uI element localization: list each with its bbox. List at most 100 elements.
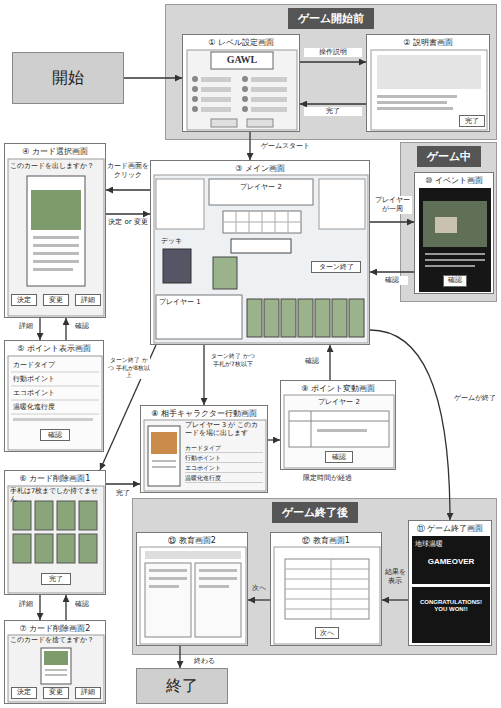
screen-art-shape [79, 534, 97, 563]
screen-art-shape [13, 418, 93, 421]
band-fills [133, 5, 497, 655]
screen-art-shape [242, 106, 248, 112]
screen-art-shape [192, 86, 198, 92]
screen-art-shape [11, 372, 99, 373]
screen-title: ⑨ ポイント変動画面 [281, 383, 395, 394]
screen-art-shape [377, 101, 447, 104]
edge-label: カード画面をクリック [107, 162, 149, 180]
screen-art-shape [223, 211, 301, 233]
screen-art-shape [57, 501, 75, 530]
band-fill [401, 143, 497, 302]
screen-art-shape [140, 547, 246, 644]
screen-art-shape [35, 534, 53, 563]
level-screen-art [183, 35, 301, 133]
screen-art-shape [319, 179, 365, 229]
screen-title: ⑫ 教育画面1 [271, 535, 381, 546]
edge-label: 完了 [304, 107, 362, 116]
button-label: 次へ [315, 627, 339, 639]
screen-text: CONGRATULATIONS! YOU WON!! [413, 599, 489, 613]
screen-art-shape [274, 547, 380, 644]
edge-label: 確認 [70, 600, 94, 609]
screen-art-shape [298, 299, 313, 337]
screen-art-shape [35, 501, 53, 530]
screen-art-shape [377, 95, 457, 98]
screen-art-shape [285, 609, 369, 610]
screen-art-shape [317, 429, 367, 432]
screen-art-shape [281, 299, 296, 337]
screen-title: ⑦ カード削除画面2 [5, 623, 105, 634]
screen-art-shape [199, 569, 237, 572]
edge-label: 終わる [186, 657, 222, 666]
edge-label: 詳細 [14, 322, 38, 331]
button-label: 確認 [325, 451, 353, 463]
screen-art-shape [251, 87, 287, 92]
screen-art-shape [8, 159, 104, 316]
screen-art-shape [79, 501, 97, 530]
screen-art-shape [285, 579, 369, 580]
screen-art-shape [154, 175, 368, 343]
screen-art-shape [187, 50, 297, 130]
screen-art-shape [412, 536, 490, 584]
flow-arrow [268, 439, 280, 440]
flow-arrow [203, 345, 204, 405]
screen-art-shape [152, 466, 176, 468]
screen-art-shape [33, 260, 79, 263]
screen-box: ⑫ 教育画面1 次へ [270, 532, 382, 646]
screen-art-shape [315, 299, 330, 337]
screen-art-shape [156, 295, 242, 339]
flow-arrow [65, 595, 66, 620]
screen-text: 手札は7枚までしか持てません [10, 488, 102, 504]
edge-label: 確認 [70, 322, 94, 331]
screen-art-shape [199, 585, 229, 588]
edge-label: 確認 [376, 276, 408, 285]
screen-box: ② 説明書画面完了 [366, 34, 490, 132]
screen-art-shape [156, 179, 204, 229]
screen-art-shape [209, 179, 313, 205]
screen-text: エコポイント [13, 389, 83, 397]
screen-art-shape [185, 472, 263, 473]
screen-art-shape [31, 190, 81, 230]
button-label: 決定 [11, 687, 37, 699]
screen-art-shape [151, 432, 177, 454]
screen-art-shape [211, 52, 273, 69]
screen-art-shape [33, 236, 79, 239]
screen-art-shape [349, 299, 364, 337]
screen-art-shape [285, 559, 369, 619]
edge-label: ゲームスタート [255, 142, 315, 151]
screen-art-shape [41, 648, 71, 684]
edge-label: 確認 [298, 357, 326, 366]
screen-art-shape [44, 651, 68, 665]
screen-art-shape [145, 551, 241, 559]
screen-title: ③ メイン画面 [151, 163, 369, 174]
screen-art-shape [45, 669, 67, 671]
screen-art-shape [195, 563, 241, 637]
phase-header: ゲーム終了後 [272, 502, 358, 523]
screen-art-shape [331, 559, 332, 619]
screen-art-shape [377, 107, 453, 110]
start-terminal: 開始 [12, 52, 124, 104]
screen-art-shape [425, 265, 475, 267]
screen-box: ④ カード選択画面このカードを出しますか？決定変更詳細 [4, 143, 106, 318]
screen-art-shape [45, 674, 67, 676]
flow-arrow [300, 61, 366, 62]
screen-art-shape [285, 569, 369, 570]
edge-label: 完了 [108, 489, 138, 498]
screen-art-shape [201, 97, 231, 102]
screen-art-shape [149, 585, 179, 588]
button-label: 完了 [41, 573, 71, 585]
button-label: 詳細 [75, 687, 101, 699]
flow-arrow [106, 483, 140, 484]
screen-art-shape [247, 119, 273, 127]
button-label: 確認 [40, 429, 70, 441]
screen-art-shape [149, 577, 187, 580]
screen-art-shape [27, 176, 85, 286]
flow-arrow [248, 599, 270, 600]
phase-band: ゲーム終了後 ⑪ ゲーム終了画面地球温暖GAMEOVERCONGRATULATI… [132, 498, 497, 655]
edge-label: 決定 or 変更 [107, 218, 149, 227]
end-terminal: 終了 [136, 668, 228, 704]
screen-art-shape [377, 55, 481, 89]
flow-arrow [65, 318, 66, 340]
phase-header: ゲーム開始前 [288, 8, 374, 29]
button-label: 確認 [443, 275, 467, 287]
flow-arrow [370, 221, 414, 222]
